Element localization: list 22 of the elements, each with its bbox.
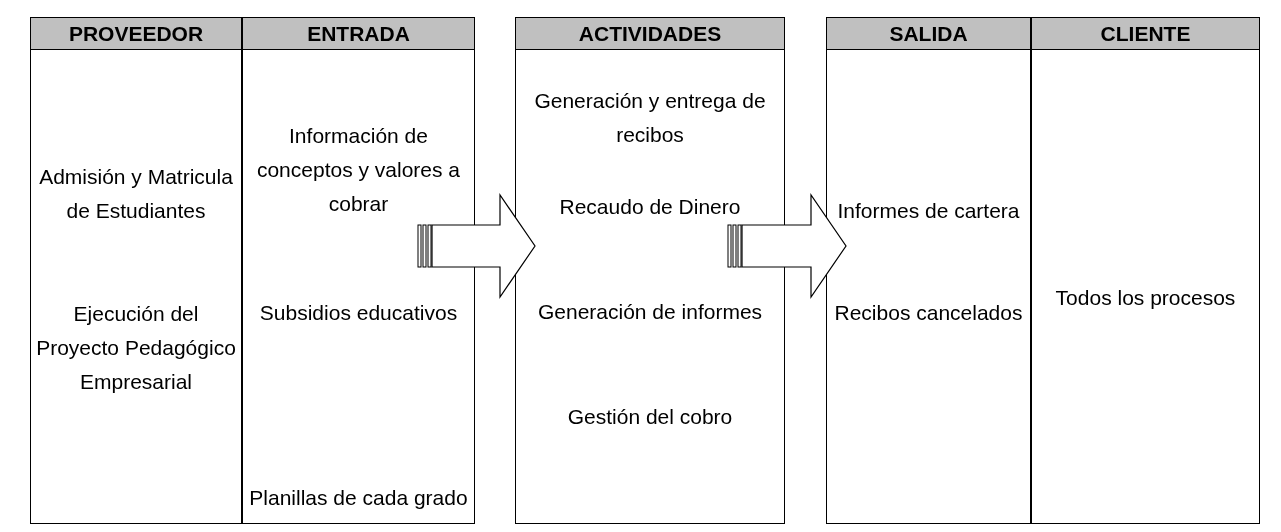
item-text: Recibos cancelados: [833, 300, 1024, 326]
item-text: Ejecución del Proyecto Pedagógico Empresarial: [35, 301, 237, 395]
header-text: ACTIVIDADES: [578, 21, 722, 46]
header-text: CLIENTE: [1100, 21, 1191, 46]
column-panel: [242, 17, 475, 524]
item-text: Generación y entrega de recibos: [533, 88, 767, 148]
column-panel: [515, 17, 785, 524]
item-text: Planillas de cada grado: [248, 485, 469, 511]
item-text: Recaudo de Dinero: [558, 194, 742, 220]
item-text: Subsidios educativos: [258, 300, 459, 326]
item-text: Admisión y Matricula de Estudiantes: [38, 164, 234, 224]
item-text: Todos los procesos: [1054, 285, 1237, 311]
item-text: Información de conceptos y valores a cobrar: [255, 123, 462, 217]
item-text: Informes de cartera: [836, 198, 1021, 224]
column-panel: [826, 17, 1031, 524]
header-text: SALIDA: [889, 21, 968, 46]
header-text: PROVEEDOR: [68, 21, 204, 46]
header-text: ENTRADA: [307, 21, 410, 46]
item-text: Gestión del cobro: [566, 404, 734, 430]
column-panel: [1031, 17, 1260, 524]
column-panel: [30, 17, 242, 524]
item-text: Generación de informes: [536, 299, 764, 325]
